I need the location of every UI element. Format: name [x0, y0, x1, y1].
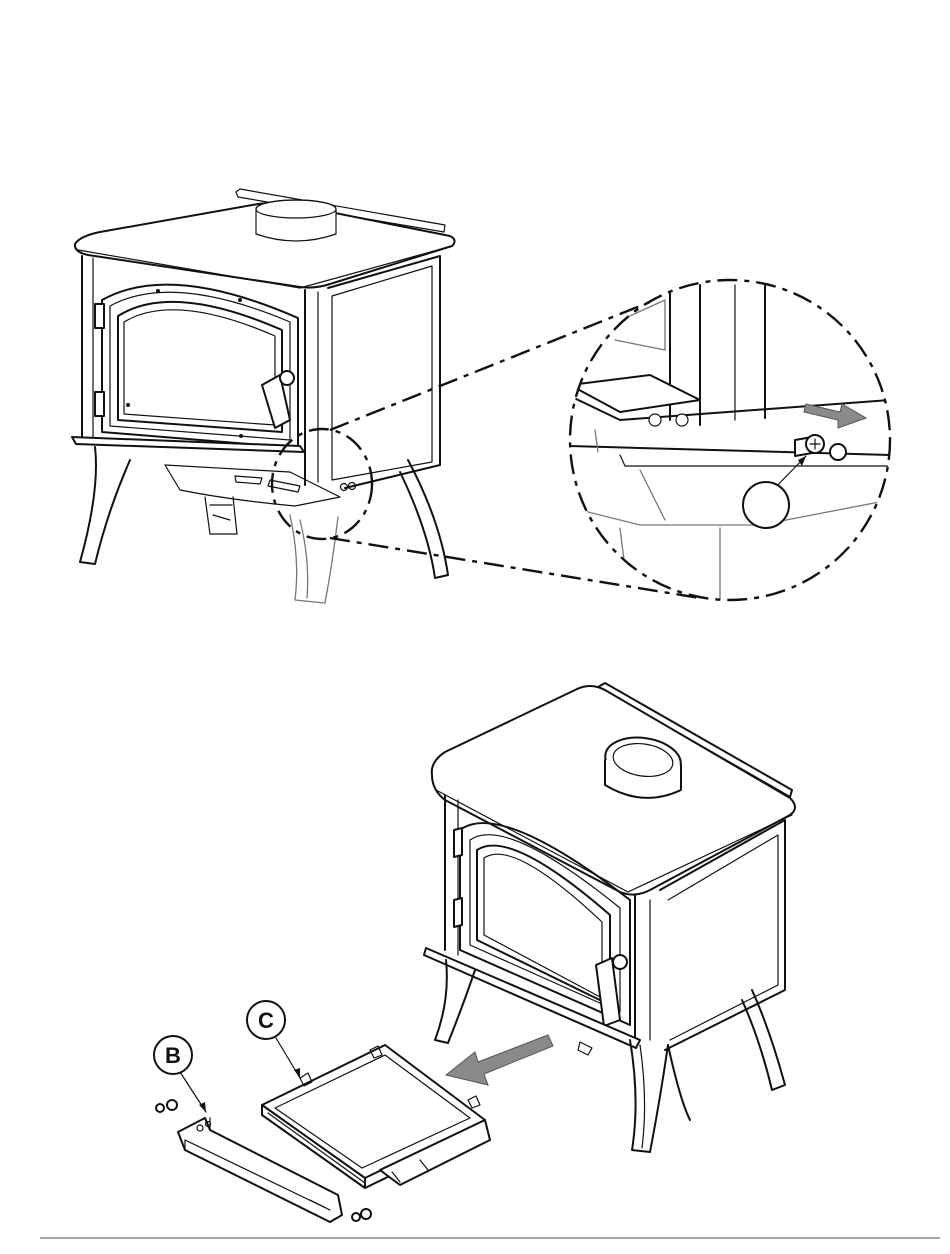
callout-b-label: B [165, 1043, 181, 1068]
top-stove [72, 189, 455, 603]
detail-connector-bottom [330, 538, 700, 598]
arrow-left-down-icon [446, 1035, 553, 1085]
callout-c-label: C [258, 1008, 274, 1033]
stove-door [95, 285, 298, 448]
callout-b: B [154, 1036, 206, 1112]
screws-b-left [156, 1100, 177, 1112]
arrow-right-icon [804, 404, 866, 428]
detail-connector-top [330, 300, 655, 430]
callout-detail [743, 482, 789, 528]
detail-view [560, 280, 890, 600]
part-c-tray [262, 1045, 490, 1188]
screws-b-right [352, 1209, 371, 1221]
flue-collar [256, 200, 336, 241]
callout-c: C [247, 1001, 300, 1078]
